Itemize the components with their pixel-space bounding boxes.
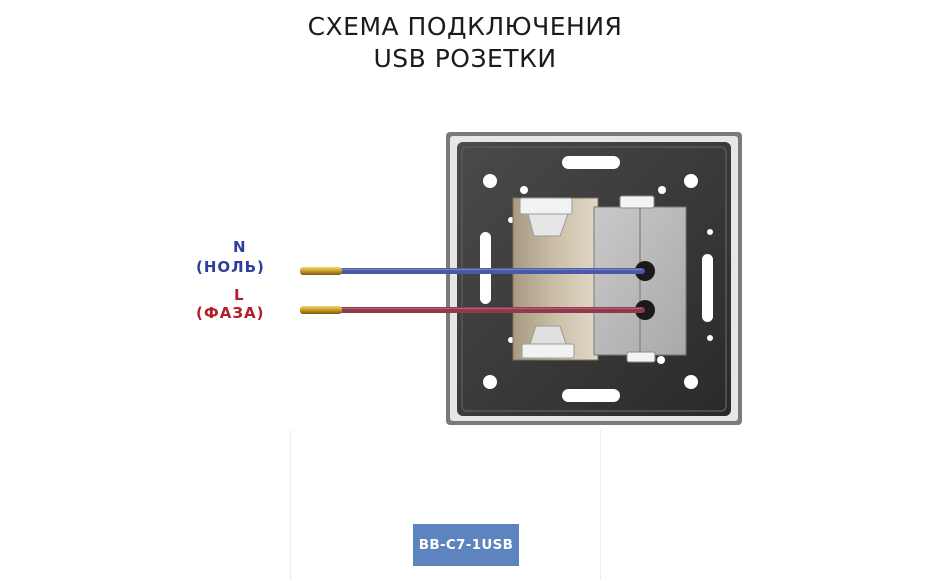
background-guide-line	[290, 430, 291, 580]
diagram-title-line-2: USB РОЗЕТКИ	[373, 44, 557, 73]
neutral-wire	[300, 267, 645, 275]
background-guide-line	[600, 430, 601, 580]
usb-pocket	[512, 197, 599, 361]
diagram-title-line-1: СХЕМА ПОДКЛЮЧЕНИЯ	[307, 12, 623, 41]
neutral-wire-letter: N	[233, 238, 247, 256]
mounting-holes	[480, 156, 713, 402]
terminal-block	[593, 195, 687, 363]
phase-wire	[300, 306, 645, 314]
model-badge: BB-C7-1USB	[413, 524, 519, 566]
neutral-wire-name: (НОЛЬ)	[196, 258, 265, 276]
phase-wire-name: (ФАЗА)	[196, 304, 265, 322]
phase-wire-letter: L	[234, 286, 245, 304]
